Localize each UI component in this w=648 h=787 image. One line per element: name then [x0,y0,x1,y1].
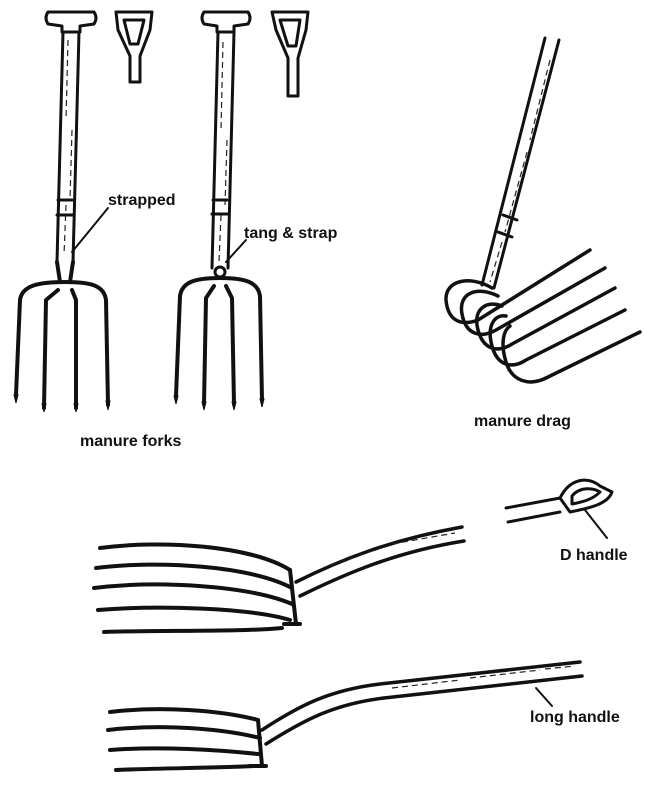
tang-ferrule [215,267,225,277]
manure-drag [446,38,640,382]
strapped-leader [72,208,108,252]
drag-tines [446,250,640,382]
drag-handle [482,38,559,288]
label-tang-strap: tang & strap [244,225,338,242]
label-long-handle: long handle [530,709,620,726]
drag-handle-grain [490,60,550,282]
fork-tines [16,282,108,408]
fork-head [284,570,300,624]
label-d-handle: D handle [560,547,628,564]
fork-shaft [262,662,582,744]
d-handle-leader [585,510,607,538]
shaft [57,32,79,262]
fork-tines [108,709,260,770]
shaft-grain [219,42,227,262]
strapped-fork [14,12,110,412]
shaft-grain [330,533,455,566]
t-handle [202,12,250,32]
long-handle-leader [536,688,552,706]
shaft-grain [392,666,575,688]
fork-shaft [296,527,464,596]
label-strapped: strapped [108,192,176,209]
d-handle-small-2 [272,12,308,96]
label-manure-forks: manure forks [80,433,181,450]
long-handle-fork [108,662,582,770]
shaft-grain [64,40,72,255]
fork-tines [94,544,292,632]
t-handle [46,12,96,32]
d-handle-fork [94,480,612,632]
label-manure-drag: manure drag [474,413,571,430]
tang-strap-fork [174,12,264,410]
fork-neck [57,262,73,282]
tine-tips [174,396,264,410]
d-handle-grip [560,480,612,512]
d-handle-small-1 [116,12,152,82]
handle-stub [506,498,560,522]
tine-tips [14,395,110,412]
fork-tines [176,278,262,404]
